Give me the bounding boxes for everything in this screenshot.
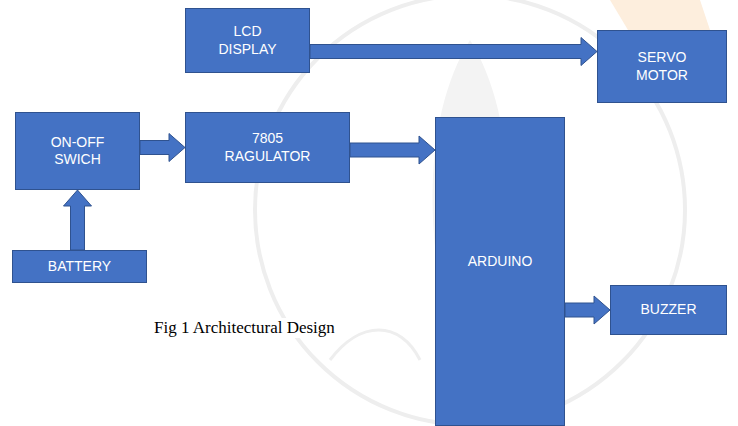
box-label: BATTERY	[48, 258, 111, 276]
switch-box: ON-OFF SWICH	[15, 112, 140, 190]
block-arrow	[350, 136, 435, 164]
regulator-box: 7805 RAGULATOR	[185, 112, 350, 183]
controller-box: ARDUINO	[435, 117, 565, 426]
buzzer-box: BUZZER	[610, 285, 727, 335]
battery-box: BATTERY	[12, 250, 147, 283]
motor-box: SERVO MOTOR	[597, 30, 727, 103]
figure-caption: Fig 1 Architectural Design	[152, 318, 337, 338]
box-label: LCD DISPLAY	[212, 23, 284, 58]
block-arrow	[140, 134, 185, 162]
box-label: ARDUINO	[468, 253, 533, 271]
block-arrow	[64, 190, 92, 250]
box-label: SERVO MOTOR	[626, 49, 698, 84]
box-label: 7805 RAGULATOR	[218, 130, 318, 165]
watermark-curve	[330, 330, 420, 360]
box-label: ON-OFF SWICH	[38, 134, 118, 169]
box-label: BUZZER	[641, 301, 697, 319]
block-arrow	[565, 296, 610, 324]
block-arrow	[310, 38, 597, 66]
display-box: LCD DISPLAY	[185, 8, 310, 73]
